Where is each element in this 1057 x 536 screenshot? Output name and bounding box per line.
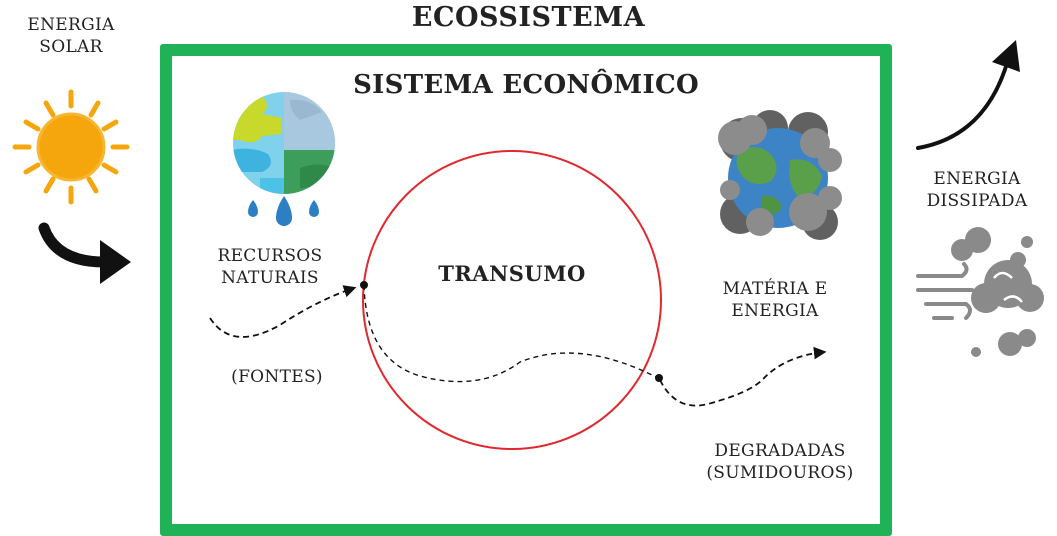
solar-energy-line2: SOLAR <box>39 37 103 58</box>
dissipated-energy-line1: ENERGIA <box>933 169 1021 189</box>
outflow-path <box>659 346 827 407</box>
exit-arrow-icon <box>916 40 1020 150</box>
polluted-globe-icon <box>718 110 842 240</box>
solar-energy-line1: ENERGIA <box>27 15 115 35</box>
throughput-circle <box>362 150 662 450</box>
economic-system-frame <box>160 44 892 536</box>
internal-flow-path <box>363 284 659 383</box>
sources-label: (FONTES) <box>231 367 323 387</box>
water-globe-icon <box>233 92 335 226</box>
economic-system-title: SISTEMA ECONÔMICO <box>353 70 699 100</box>
entry-point <box>360 281 368 289</box>
exit-point <box>655 374 663 382</box>
wind-smoke-icon <box>916 227 1044 357</box>
solar-energy-label: ENERGIA SOLAR <box>0 14 142 58</box>
matter-energy-line2: ENERGIA <box>731 301 819 322</box>
throughput-label: TRANSUMO <box>438 261 586 286</box>
degraded-line1: DEGRADADAS <box>714 441 846 461</box>
inflow-path <box>209 285 357 338</box>
natural-resources-line1: RECURSOS <box>217 246 323 266</box>
curved-arrow-icon <box>38 222 131 284</box>
degraded-line2: (SUMIDOUROS) <box>706 463 854 484</box>
sun-icon <box>12 89 130 205</box>
matter-energy-line1: MATÉRIA E <box>722 279 828 299</box>
dissipated-energy-line2: DISSIPADA <box>926 191 1028 212</box>
dissipated-energy-label: ENERGIA DISSIPADA <box>902 168 1052 212</box>
natural-resources-label: RECURSOS NATURAIS <box>200 245 340 289</box>
natural-resources-line2: NATURAIS <box>221 268 319 289</box>
ecosystem-title: ECOSSISTEMA <box>411 2 646 33</box>
degraded-label: DEGRADADAS (SUMIDOUROS) <box>690 440 870 484</box>
matter-energy-label: MATÉRIA E ENERGIA <box>700 278 850 322</box>
